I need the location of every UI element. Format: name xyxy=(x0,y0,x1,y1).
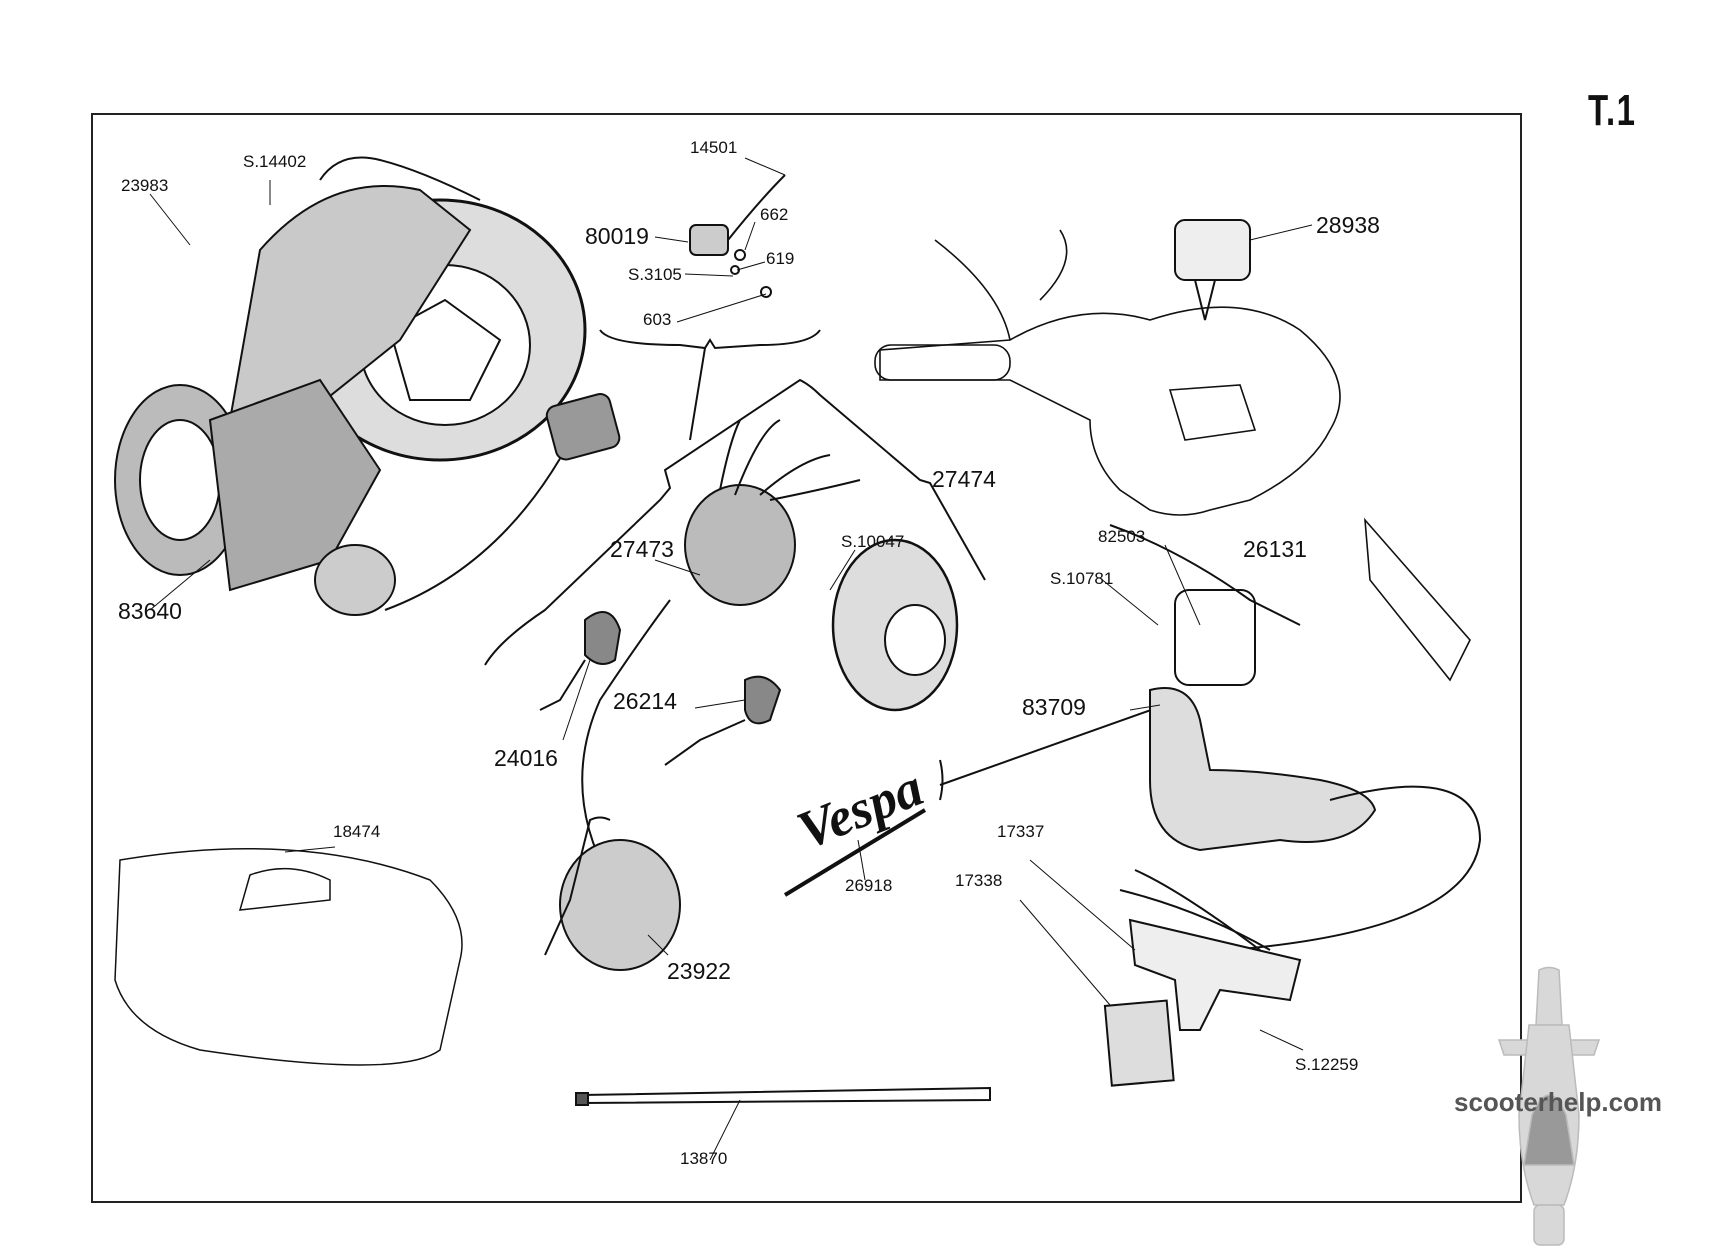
callout-83709: 83709 xyxy=(1022,694,1086,720)
callout-14501: 14501 xyxy=(690,138,738,157)
callout-82503: 82503 xyxy=(1098,527,1146,546)
callout-24016: 24016 xyxy=(494,745,558,771)
callout-S3105: S.3105 xyxy=(628,265,682,284)
speedometer-drawing xyxy=(1174,219,1251,321)
toolbox-drawing xyxy=(114,848,463,1066)
watermark-scooter-icon xyxy=(1497,966,1601,1246)
callout-603: 603 xyxy=(643,310,672,329)
leader-lines xyxy=(149,157,1313,1161)
vespa-badge-drawing xyxy=(783,808,927,897)
callout-23983: 23983 xyxy=(121,176,169,195)
callout-28938: 28938 xyxy=(1316,212,1380,238)
callout-S10047: S.10047 xyxy=(841,532,905,551)
plate-number: T.1 xyxy=(1588,86,1637,135)
switch-group-drawing xyxy=(599,174,821,441)
stator-bracket-drawing xyxy=(484,378,1166,881)
callout-13870: 13870 xyxy=(680,1149,728,1168)
callout-662: 662 xyxy=(760,205,789,224)
callout-26131: 26131 xyxy=(1243,536,1307,562)
plate-bracket-drawing xyxy=(1103,889,1302,1087)
callout-S14402: S.14402 xyxy=(243,152,307,171)
callout-S10781: S.10781 xyxy=(1050,569,1114,588)
watermark-text: scooterhelp.com xyxy=(1454,1087,1663,1117)
handlebar-drawing xyxy=(874,229,1471,682)
callout-26918: 26918 xyxy=(845,876,893,895)
diagram-frame xyxy=(91,113,1522,1203)
callout-80019: 80019 xyxy=(585,223,649,249)
callout-17337: 17337 xyxy=(997,822,1045,841)
legshield-drawing xyxy=(1109,524,1482,951)
engine-assembly-drawing xyxy=(114,156,621,616)
callout-17338: 17338 xyxy=(955,871,1003,890)
callout-S12259: S.12259 xyxy=(1295,1055,1359,1074)
callout-619: 619 xyxy=(766,249,795,268)
callout-23922: 23922 xyxy=(667,958,731,984)
callout-27474: 27474 xyxy=(932,466,996,492)
callout-26214: 26214 xyxy=(613,688,677,714)
callout-18474: 18474 xyxy=(333,822,381,841)
tube-drawing xyxy=(575,1086,991,1106)
callout-27473: 27473 xyxy=(610,536,674,562)
callout-83640: 83640 xyxy=(118,598,182,624)
